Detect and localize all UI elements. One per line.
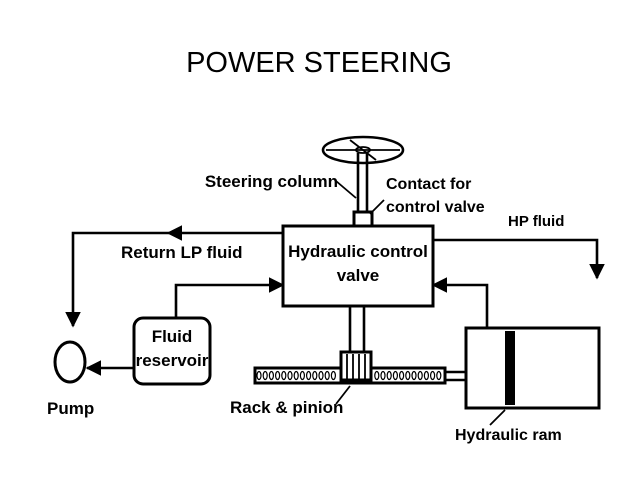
- hydraulic-ram-pointer: [489, 409, 506, 426]
- contact-pointer: [369, 199, 385, 215]
- return-lp-label: Return LP fluid: [121, 243, 243, 262]
- return-lp-line: [65, 225, 283, 328]
- contact-label-line1: Contact for: [386, 176, 471, 193]
- rack-tooth: [430, 370, 436, 381]
- fluid-reservoir: [132, 316, 212, 386]
- hydraulic-control-valve: [281, 224, 435, 308]
- rack-tooth: [423, 370, 429, 381]
- hydraulic-ram: [464, 326, 601, 410]
- rack-pinion-pointer: [335, 385, 351, 405]
- rack-tooth: [330, 370, 336, 381]
- reservoir-label-line1: Fluid: [152, 327, 193, 346]
- pump: [53, 340, 87, 384]
- rack-tooth: [299, 370, 305, 381]
- steering-wheel: [321, 135, 405, 165]
- rack-tooth: [262, 370, 268, 381]
- page-title: POWER STEERING: [186, 47, 452, 79]
- rack-tooth: [386, 370, 392, 381]
- rack-tooth: [312, 370, 318, 381]
- valve-to-pinion-shaft: [348, 306, 366, 352]
- rack-tooth: [281, 370, 287, 381]
- valve-label-line1: Hydraulic control: [288, 242, 428, 261]
- hp-fluid-label: HP fluid: [508, 213, 564, 230]
- rack-tooth: [417, 370, 423, 381]
- steering-column-shaft: [352, 153, 374, 228]
- contact-label-line2: control valve: [386, 199, 485, 216]
- rack-tooth: [287, 370, 293, 381]
- rack-tooth: [268, 370, 274, 381]
- rack-tooth: [405, 370, 411, 381]
- rack-tooth: [275, 370, 281, 381]
- rack-tooth: [436, 370, 442, 381]
- steering-column-label: Steering column: [205, 172, 338, 191]
- rack-tooth: [392, 370, 398, 381]
- steering-column-pointer: [335, 180, 357, 199]
- rack-tooth: [324, 370, 330, 381]
- hp-fluid-line: [433, 238, 605, 280]
- valve-label-line2: valve: [337, 266, 380, 285]
- reservoir-label-line2: reservoir: [136, 351, 209, 370]
- rack-tooth: [411, 370, 417, 381]
- rack-tooth: [306, 370, 312, 381]
- pump-label: Pump: [47, 399, 94, 418]
- rack-tooth: [256, 370, 262, 381]
- ram-to-valve-line: [431, 277, 489, 328]
- reservoir-to-valve-line: [174, 277, 285, 318]
- rack-tooth: [374, 370, 380, 381]
- hydraulic-ram-label: Hydraulic ram: [455, 427, 562, 444]
- rack-tooth: [318, 370, 324, 381]
- rack-pinion-label: Rack & pinion: [230, 398, 343, 417]
- rack-tooth: [399, 370, 405, 381]
- rack-tooth: [293, 370, 299, 381]
- rack-tooth: [380, 370, 386, 381]
- pinion-gear: [339, 350, 373, 382]
